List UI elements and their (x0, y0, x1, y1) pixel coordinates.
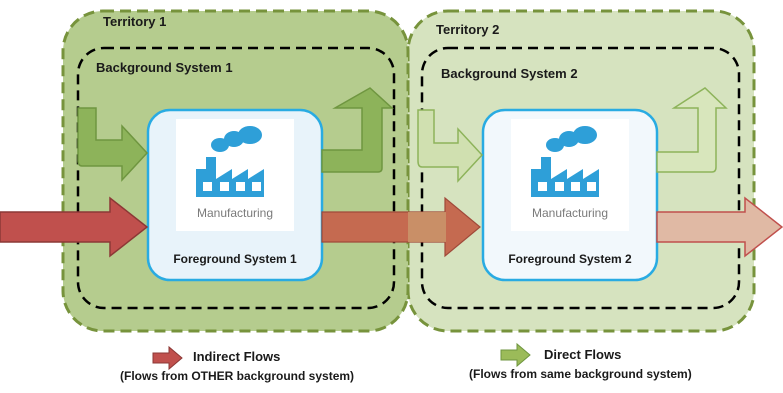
foreground-system-2-label: Foreground System 2 (508, 252, 632, 266)
direct-flow-out-arrow-1 (321, 87, 394, 173)
indirect-flow-arrow-exit (656, 196, 783, 258)
factory-icon (511, 119, 629, 231)
legend-direct-title: Direct Flows (544, 347, 622, 362)
direct-flow-legend-icon (500, 342, 531, 368)
indirect-flow-arrow-middle-fade (408, 212, 446, 242)
direct-flow-out-arrow-2 (656, 87, 728, 173)
direct-flow-in-arrow-2 (417, 109, 484, 183)
indirect-flow-arrow-entry (0, 196, 149, 258)
factory-icon (176, 119, 294, 231)
territory-2-label: Territory 2 (436, 22, 500, 37)
direct-flow-in-arrow-1 (77, 107, 149, 182)
background-system-2-label: Background System 2 (441, 66, 578, 81)
legend-indirect-subtitle: (Flows from OTHER background system) (120, 369, 355, 383)
foreground-system-1-label: Foreground System 1 (173, 252, 297, 266)
factory-label-1: Manufacturing (196, 206, 274, 220)
background-system-2-boundary (420, 46, 741, 310)
background-system-1-boundary (76, 46, 396, 310)
legend-indirect-title: Indirect Flows (193, 349, 281, 364)
background-system-1-label: Background System 1 (96, 60, 233, 75)
indirect-flow-legend-icon (152, 345, 183, 371)
legend-direct-subtitle: (Flows from same background system) (469, 367, 692, 381)
factory-label-2: Manufacturing (531, 206, 609, 220)
territory-1-label: Territory 1 (103, 14, 167, 29)
